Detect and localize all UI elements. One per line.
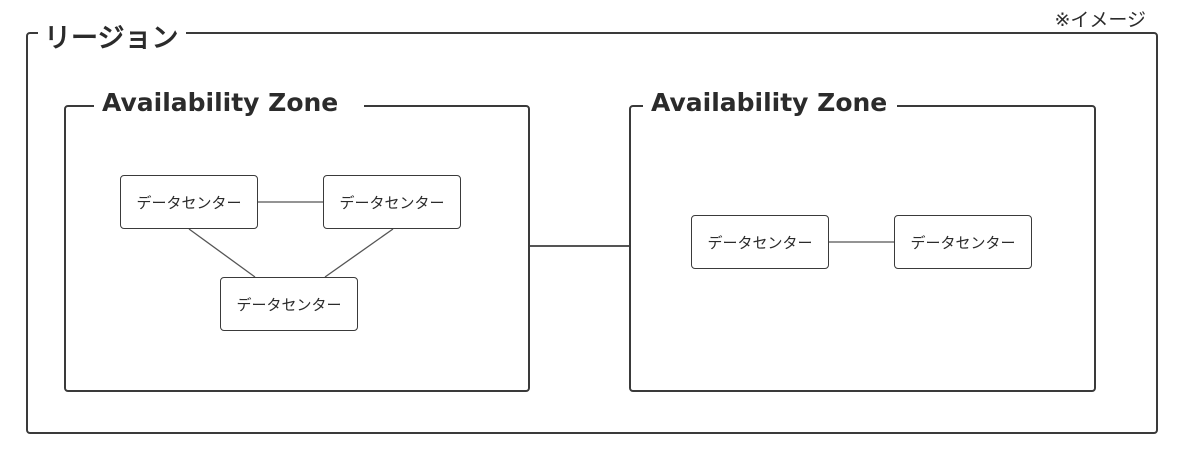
link-dc1-dc3: [188, 228, 256, 278]
datacenter-node: データセンター: [220, 277, 358, 331]
availability-zone-2-label: Availability Zone: [643, 88, 898, 117]
datacenter-node: データセンター: [120, 175, 258, 229]
datacenter-node: データセンター: [323, 175, 461, 229]
region-label: リージョン: [38, 16, 187, 55]
image-note: ※イメージ: [1054, 9, 1146, 31]
availability-zone-1-label: Availability Zone: [94, 88, 365, 117]
link-dc2-dc3: [324, 228, 394, 278]
datacenter-node: データセンター: [894, 215, 1032, 269]
availability-zone-1-frame: [64, 105, 530, 392]
region-frame: [26, 32, 1158, 434]
datacenter-node: データセンター: [691, 215, 829, 269]
